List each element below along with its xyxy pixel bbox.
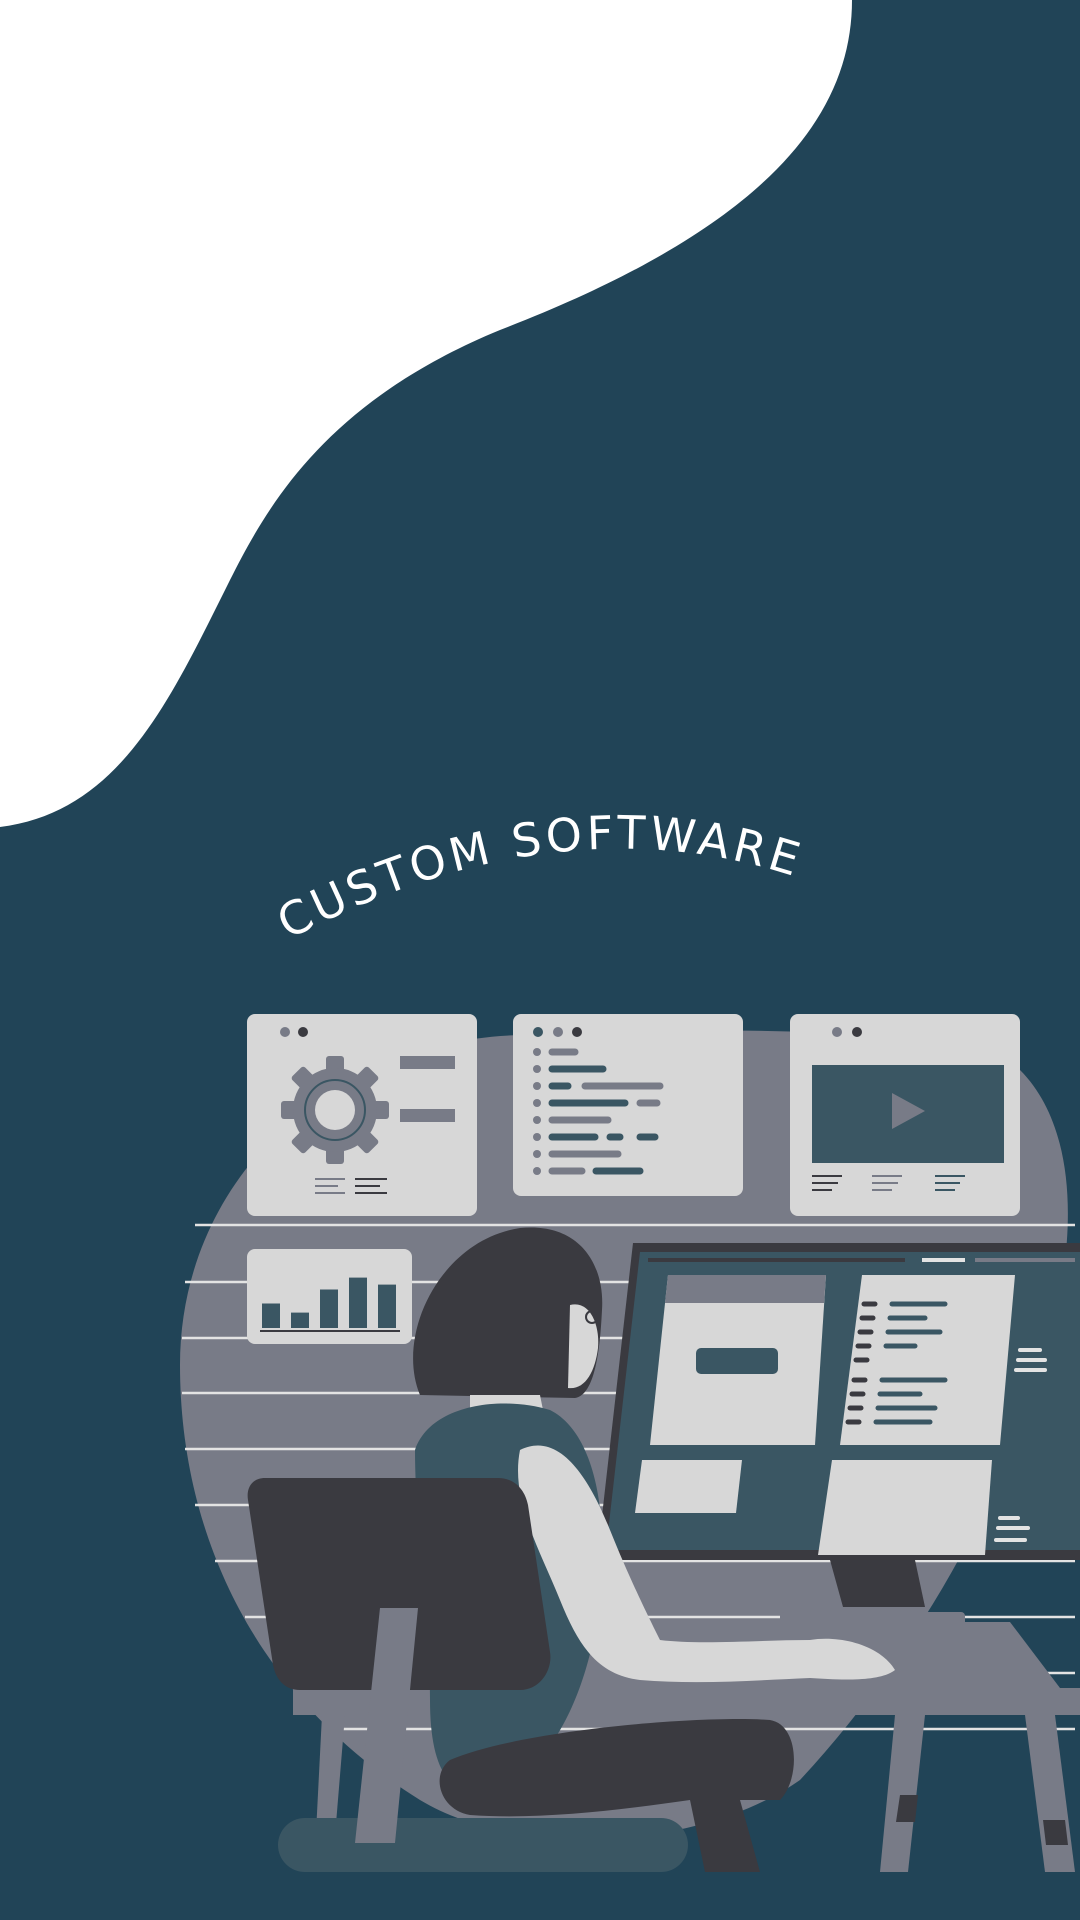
headline: CUSTOM SOFTWARE (269, 805, 810, 949)
video-window (790, 1014, 1020, 1216)
headline-text-path: CUSTOM SOFTWARE (269, 805, 806, 949)
mini-chart-bar (262, 1303, 280, 1328)
mini-chart-bar (349, 1277, 367, 1328)
headline-text: CUSTOM SOFTWARE (269, 805, 810, 949)
mini-chart-bar (320, 1289, 338, 1328)
chair (247, 1478, 551, 1843)
monitor (597, 1243, 1080, 1626)
mini-chart-bar (378, 1284, 396, 1328)
bar-chart-card (247, 1249, 412, 1344)
developer-illustration (180, 1014, 1080, 1872)
gear-icon (281, 1056, 389, 1164)
mini-chart-bar (291, 1312, 309, 1328)
chair-base (278, 1818, 688, 1872)
code-window (513, 1014, 743, 1196)
settings-window (247, 1014, 477, 1216)
play-icon (892, 1093, 925, 1129)
